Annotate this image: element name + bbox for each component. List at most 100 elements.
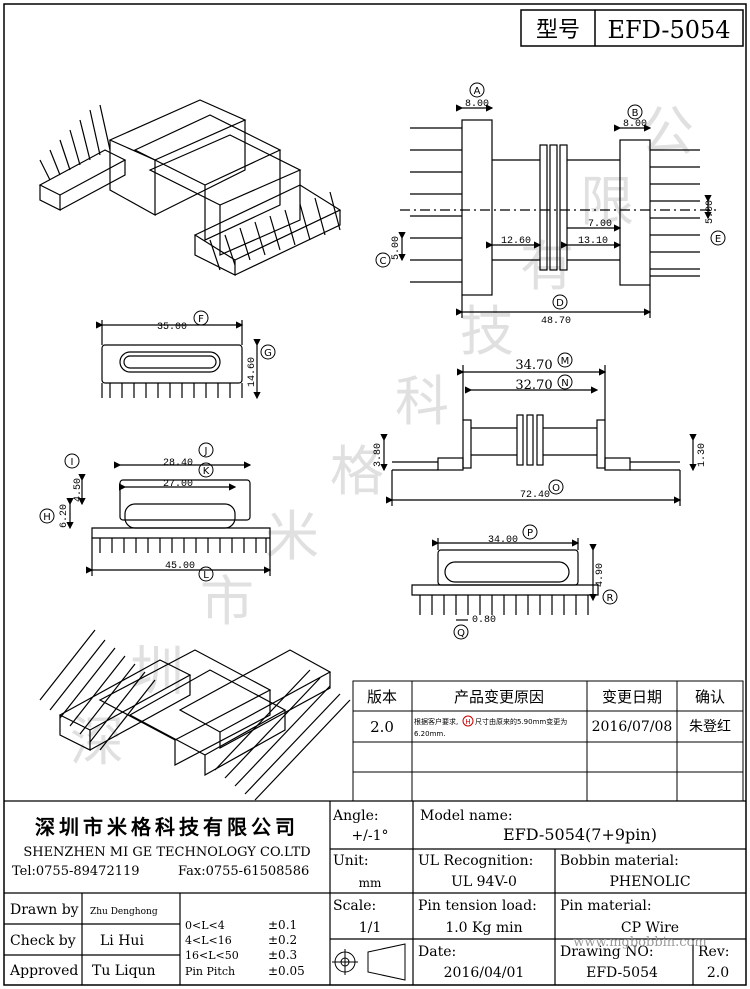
rev-confirm-value: 朱登红 xyxy=(689,719,731,735)
dim-l: 45.00 xyxy=(165,561,195,572)
front-view-top xyxy=(96,320,261,400)
revision-table xyxy=(352,680,744,802)
dim-left-pitch: 12.60 xyxy=(501,236,531,247)
tol-range-0: 0<L<4 xyxy=(185,919,225,932)
front-view-small xyxy=(411,538,599,621)
watermark-char: 米 xyxy=(265,505,319,568)
date-label: Date: xyxy=(418,944,456,960)
rev-date-value: 2016/07/08 xyxy=(592,719,673,735)
company-tel: Tel:0755-89472119 xyxy=(12,864,140,879)
dim-i: 4.50 xyxy=(73,478,84,502)
drawn-by-value: Zhu Denghong xyxy=(90,907,158,917)
check-by-value: Li Hui xyxy=(100,933,144,949)
rev-reason-c: 6.20mm. xyxy=(414,730,445,738)
side-view-mno-labels: 34.70 M 32.70 N 72.40 O 3.80 1.30 xyxy=(373,352,708,501)
marker-b: B xyxy=(632,108,639,119)
dim-c: 5.00 xyxy=(391,236,402,260)
isometric-view-bottom xyxy=(39,629,351,801)
tol-value-3: ±0.05 xyxy=(268,964,305,978)
front-view-bottom-labels: 28.40 J 27.00 K 45.00 L I 4.50 H 6.20 xyxy=(39,442,214,582)
tolerance-block: 0<L<4 ±0.1 4<L<16 ±0.2 16<L<50 ±0.3 Pin … xyxy=(185,918,305,978)
dim-e: 5.00 xyxy=(705,200,716,224)
watermark-char: 深 xyxy=(70,710,124,773)
front-view-top-labels: 35.00 F 14.60 G xyxy=(157,310,276,387)
tension-value: 1.0 Kg min xyxy=(445,920,522,936)
rev-reason-b: 尺寸由原来的5.90mm变更为 xyxy=(475,717,567,726)
marker-o: O xyxy=(552,483,560,494)
title-block-left: Angle: +/-1° Unit: mm Scale: 1/1 xyxy=(332,808,389,936)
drawing-no-label: Drawing NO: xyxy=(560,944,654,960)
marker-a: A xyxy=(474,86,481,97)
rev-reason-a: 根据客户要求, xyxy=(414,717,458,726)
company-name-en: SHENZHEN MI GE TECHNOLOGY CO.LTD xyxy=(23,845,310,860)
watermark: 深 圳 市 米 格 科 技 有 限 公 xyxy=(70,100,694,773)
watermark-char: 限 xyxy=(580,170,634,233)
tol-value-1: ±0.2 xyxy=(268,933,297,947)
header-box: 型号 EFD-5054 xyxy=(520,9,744,47)
unit-value: mm xyxy=(359,876,382,890)
dim-q: 0.80 xyxy=(472,615,496,626)
tol-range-2: 16<L<50 xyxy=(185,949,239,962)
watermark-char: 格 xyxy=(330,440,384,503)
bobbin-value: PHENOLIC xyxy=(609,874,690,890)
model-number: EFD-5054 xyxy=(607,16,730,44)
dim-r: 4.90 xyxy=(595,563,606,587)
dim-n: 32.70 xyxy=(515,378,552,393)
scale-value: 1/1 xyxy=(359,920,382,936)
company-name-cn: 深圳市米格科技有限公司 xyxy=(35,815,299,839)
marker-q: Q xyxy=(457,628,465,639)
revision-table-text: 版本 产品变更原因 变更日期 确认 2.0 根据客户要求, H 尺寸由原来的5.… xyxy=(367,688,731,738)
dim-f: 35.00 xyxy=(157,322,187,333)
dim-p: 34.00 xyxy=(488,535,518,546)
ul-label: UL Recognition: xyxy=(418,853,533,869)
watermark-char: 科 xyxy=(395,370,449,433)
dim-a: 8.00 xyxy=(465,99,489,110)
dim-h: 6.20 xyxy=(59,504,70,528)
dim-j: 28.40 xyxy=(163,458,193,469)
dim-b: 8.00 xyxy=(623,119,647,130)
rev-header-version: 版本 xyxy=(367,688,397,706)
tol-value-0: ±0.1 xyxy=(268,918,297,932)
website-watermark: www.mgbobbin.com xyxy=(573,935,707,950)
marker-g: G xyxy=(264,348,272,359)
front-view-small-labels: 34.00 P 4.90 R 0.80 Q xyxy=(453,524,618,640)
marker-d: D xyxy=(556,298,564,309)
angle-label: Angle: xyxy=(332,808,379,824)
marker-p: P xyxy=(527,528,533,539)
rev-value: 2.0 xyxy=(707,965,729,981)
marker-i: I xyxy=(71,457,74,468)
watermark-char: 公 xyxy=(640,100,694,163)
projection-symbol xyxy=(332,943,406,981)
tol-range-1: 4<L<16 xyxy=(185,934,232,947)
rev-header-reason: 产品变更原因 xyxy=(454,688,544,706)
marker-l: L xyxy=(203,570,209,581)
tension-label: Pin tension load: xyxy=(418,898,537,914)
marker-f: F xyxy=(198,314,204,325)
side-view-pins xyxy=(398,104,720,318)
title-block-right: Model name: EFD-5054(7+9pin) UL Recognit… xyxy=(418,808,729,981)
date-value: 2016/04/01 xyxy=(444,965,525,981)
rev-label: Rev: xyxy=(698,944,729,960)
dim-side-r: 1.30 xyxy=(697,443,708,467)
dim-m: 34.70 xyxy=(515,358,552,373)
dim-d: 48.70 xyxy=(541,316,571,327)
bobbin-label: Bobbin material: xyxy=(560,853,679,869)
marker-j: J xyxy=(204,446,208,457)
watermark-char: 技 xyxy=(460,300,514,363)
drawing-no-value: EFD-5054 xyxy=(586,965,658,981)
pin-material-value: CP Wire xyxy=(621,920,679,936)
ul-value: UL 94V-0 xyxy=(451,874,517,890)
dim-side-h: 3.80 xyxy=(373,443,384,467)
marker-m: M xyxy=(561,356,570,367)
model-value: EFD-5054(7+9pin) xyxy=(503,825,657,844)
company-fax: Fax:0755-61508586 xyxy=(178,864,309,879)
side-view-labels: A 8.00 B 8.00 7.00 12.60 13.10 C 5.00 D … xyxy=(375,82,726,327)
tol-value-2: ±0.3 xyxy=(268,948,297,962)
rev-reason-marker: H xyxy=(465,718,470,726)
tol-range-3: Pin Pitch xyxy=(185,965,235,978)
drawn-by-label: Drawn by xyxy=(10,902,79,918)
marker-e: E xyxy=(715,234,721,245)
model-label: Model name: xyxy=(420,808,513,824)
approved-value: Tu Liqun xyxy=(92,963,156,979)
dim-o: 72.40 xyxy=(520,490,550,501)
